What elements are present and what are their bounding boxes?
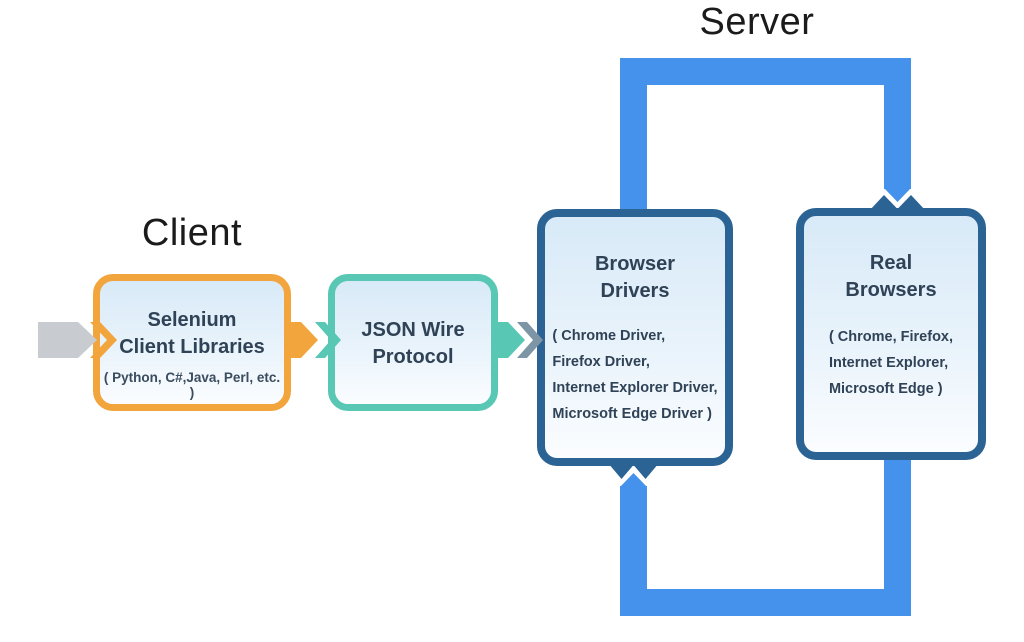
browser-drivers-item: Internet Explorer Driver, [552,380,718,396]
flow-arrow-gray-icon [38,322,97,358]
pipe-top-bar [620,58,911,85]
json-wire-protocol-box: JSON Wire Protocol [328,274,498,411]
server-section-label: Server [699,1,815,43]
selenium-client-libraries-box: Selenium Client Libraries ( Python, C#,J… [93,274,291,411]
browser-drivers-box: Browser Drivers ( Chrome Driver, Firefox… [537,209,733,466]
client-section-label: Client [141,212,243,254]
browser-drivers-item: Firefox Driver, [552,354,650,370]
json-wire-protocol-title: JSON Wire Protocol [361,319,465,368]
pipe-bottom-bar [620,589,911,616]
real-browsers-item: Microsoft Edge ) [828,381,943,397]
real-browsers-list: ( Chrome, Firefox, Internet Explorer, Mi… [829,324,953,402]
real-browsers-title: Real Browsers [845,252,937,301]
pipe-up-arrow-icon [620,473,647,487]
real-browsers-box: Real Browsers ( Chrome, Firefox, Interne… [796,208,986,460]
pipe-down-arrow-icon [884,188,911,202]
pipe-top-left-vertical [620,58,647,218]
pipe-top-right-vertical [884,58,911,189]
browser-drivers-item: Microsoft Edge Driver ) [552,406,712,422]
pipe-bottom-right-vertical [884,452,911,616]
real-browsers-item: ( Chrome, Firefox, [828,329,954,345]
real-browsers-item: Internet Explorer, [828,355,949,371]
selenium-client-libraries-subtitle: ( Python, C#,Java, Perl, etc. ) [103,370,281,400]
browser-drivers-title: Browser Drivers [594,253,676,302]
browser-drivers-list: ( Chrome Driver, Firefox Driver, Interne… [552,323,717,427]
browser-drivers-item: ( Chrome Driver, [552,328,666,344]
selenium-client-libraries-title: Selenium Client Libraries [119,309,265,358]
pipe-bottom-left-vertical [620,486,647,616]
